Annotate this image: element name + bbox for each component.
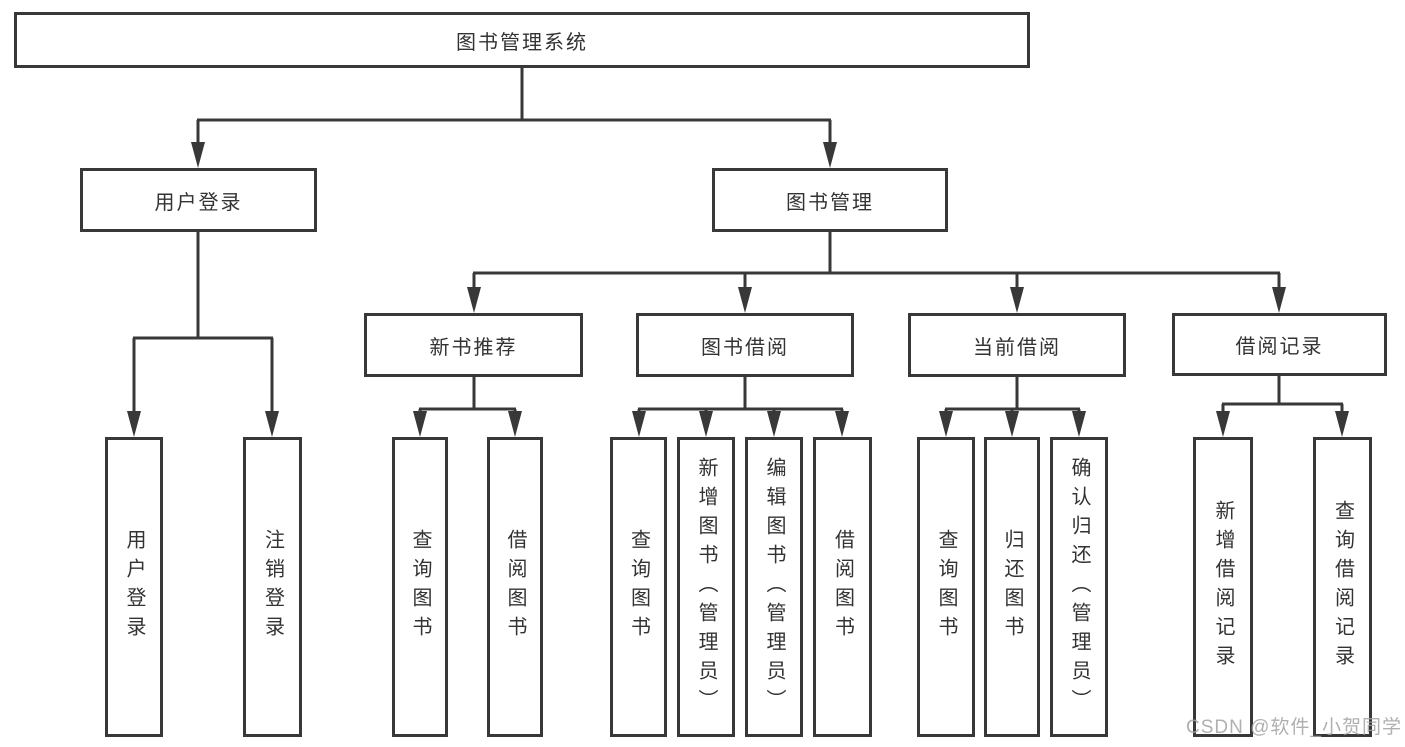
- leaf-return-books: 归还图书: [984, 437, 1040, 737]
- leaf-label: 注销登录: [261, 529, 284, 645]
- node-book-borrowing: 图书借阅: [636, 313, 854, 377]
- leaf-add-book-admin: 新增图书（管理员）: [677, 437, 735, 737]
- leaf-edit-book-admin: 编辑图书（管理员）: [745, 437, 803, 737]
- leaf-current-query-books: 查询图书: [917, 437, 975, 737]
- leaf-recommend-query-books: 查询图书: [392, 437, 448, 737]
- leaf-label: 查询图书: [935, 529, 957, 645]
- leaf-label: 用户登录: [123, 529, 145, 645]
- arrowheads: [127, 142, 1349, 437]
- node-new-book-recommendation: 新书推荐: [364, 313, 583, 377]
- leaf-confirm-return-admin: 确认归还（管理员）: [1050, 437, 1108, 737]
- leaf-borrowing-query-books: 查询图书: [610, 437, 667, 737]
- node-label: 图书管理: [786, 191, 874, 214]
- leaf-label: 借阅图书: [831, 529, 854, 645]
- leaf-user-login: 用户登录: [105, 437, 163, 737]
- csdn-watermark: CSDN @软件_小贺同学: [1186, 717, 1402, 738]
- leaf-label: 查询借阅记录: [1331, 500, 1354, 674]
- node-label: 图书借阅: [701, 336, 789, 359]
- node-label: 用户登录: [154, 191, 243, 214]
- leaf-label: 查询图书: [627, 529, 650, 645]
- leaf-label: 新增借阅记录: [1212, 500, 1234, 674]
- node-current-borrowing: 当前借阅: [908, 313, 1126, 377]
- node-label: 图书管理系统: [456, 31, 588, 54]
- leaf-query-borrow-record: 查询借阅记录: [1313, 437, 1372, 737]
- leaf-logout: 注销登录: [243, 437, 302, 737]
- leaf-label: 借阅图书: [504, 529, 526, 645]
- leaf-label: 查询图书: [409, 529, 431, 645]
- leaf-borrowing-borrow-books: 借阅图书: [813, 437, 872, 737]
- leaf-add-borrow-record: 新增借阅记录: [1193, 437, 1253, 737]
- node-book-management: 图书管理: [712, 168, 948, 232]
- leaf-recommend-borrow-books: 借阅图书: [487, 437, 543, 737]
- leaf-label: 编辑图书（管理员）: [763, 456, 785, 718]
- node-label: 借阅记录: [1235, 336, 1324, 358]
- leaf-label: 确认归还（管理员）: [1068, 456, 1090, 718]
- leaf-label: 新增图书（管理员）: [695, 456, 717, 718]
- node-user-login: 用户登录: [80, 168, 317, 232]
- node-borrowing-records: 借阅记录: [1172, 313, 1387, 376]
- node-label: 当前借阅: [973, 336, 1061, 359]
- node-label: 新书推荐: [429, 336, 518, 359]
- node-library-management-system: 图书管理系统: [14, 12, 1030, 68]
- leaf-label: 归还图书: [1001, 529, 1023, 645]
